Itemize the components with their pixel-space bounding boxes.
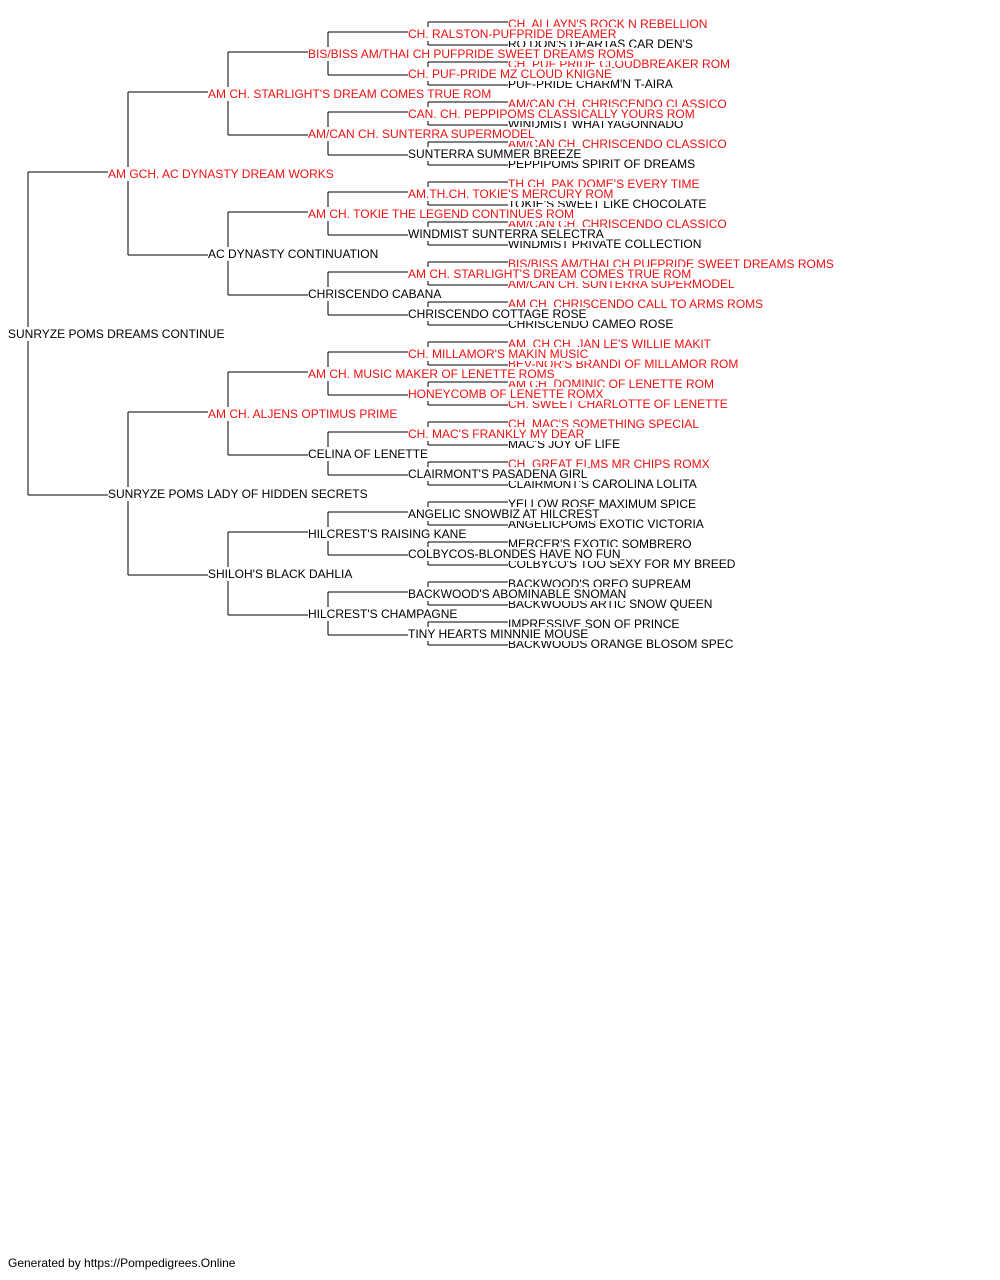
label-background (108, 487, 368, 501)
label-background (408, 227, 604, 241)
generated-by-footer: Generated by https://Pompedigrees.Online (8, 1256, 236, 1270)
label-background (408, 267, 692, 281)
dog-name: SUNRYZE POMS DREAMS CONTINUE (8, 327, 224, 341)
dog-name: SUNRYZE POMS LADY OF HIDDEN SECRETS (108, 487, 368, 501)
label-background (208, 567, 353, 581)
label-background (408, 387, 604, 401)
label-background (408, 507, 601, 521)
dog-name: BACKWOOD'S ABOMINABLE SNOMAN (408, 587, 626, 601)
dog-name: COLBYCOS-BLONDES HAVE NO FUN (408, 547, 620, 561)
label-background (208, 87, 492, 101)
dog-name: AM CH. MUSIC MAKER OF LENETTE ROMS (308, 367, 555, 381)
label-background (308, 367, 555, 381)
dog-name: CH. RALSTON-PUFPRIDE DREAMER (408, 27, 617, 41)
label-background (208, 407, 398, 421)
dog-name: CLAIRMONT'S PASADENA GIRL (408, 467, 588, 481)
dog-name: SUNTERRA SUMMER BREEZE (408, 147, 581, 161)
dog-name: AM GCH. AC DYNASTY DREAM WORKS (108, 167, 334, 181)
label-background (408, 547, 621, 561)
label-background (408, 627, 589, 641)
dog-name: HILCREST'S RAISING KANE (308, 527, 466, 541)
label-background (408, 307, 587, 321)
dog-name: CH. MAC'S FRANKLY MY DEAR (408, 427, 585, 441)
dog-name: AM/CAN CH. SUNTERRA SUPERMODEL (308, 127, 535, 141)
dog-name: AM CH. STARLIGHT'S DREAM COMES TRUE ROM (408, 267, 691, 281)
dog-name: HONEYCOMB OF LENETTE ROMX (408, 387, 603, 401)
dog-name: BIS/BISS AM/THAI CH PUFPRIDE SWEET DREAM… (308, 47, 634, 61)
label-background (408, 347, 589, 361)
label-background (308, 527, 467, 541)
label-background (308, 607, 458, 621)
dog-name: CHRISCENDO COTTAGE ROSE (408, 307, 586, 321)
dog-name: AM CH. ALJENS OPTIMUS PRIME (208, 407, 397, 421)
dog-name: CHRISCENDO CABANA (308, 287, 441, 301)
label-background (408, 427, 585, 441)
dog-name: AM.TH.CH. TOKIE'S MERCURY ROM (408, 187, 613, 201)
dog-name: AM CH. TOKIE THE LEGEND CONTINUES ROM (308, 207, 574, 221)
dog-name: WINDMIST SUNTERRA SELECTRA (408, 227, 604, 241)
dog-name: TINY HEARTS MINNNIE MOUSE (408, 627, 588, 641)
dog-name: CELINA OF LENETTE (308, 447, 428, 461)
dog-name: ANGELIC SNOWBIZ AT HILCREST (408, 507, 600, 521)
label-background (408, 587, 627, 601)
label-background (208, 247, 379, 261)
dog-name: AC DYNASTY CONTINUATION (208, 247, 378, 261)
dog-name: SHILOH'S BLACK DAHLIA (208, 567, 352, 581)
label-background (8, 327, 225, 341)
label-background (408, 147, 582, 161)
label-background (308, 127, 536, 141)
dog-name: HILCREST'S CHAMPAGNE (308, 607, 457, 621)
label-background (308, 287, 442, 301)
dog-name: AM CH. STARLIGHT'S DREAM COMES TRUE ROM (208, 87, 491, 101)
label-background (408, 467, 588, 481)
label-background (108, 167, 334, 181)
label-background (308, 207, 575, 221)
dog-name: CAN. CH. PEPPIPOMS CLASSICALLY YOURS ROM (408, 107, 695, 121)
label-background (408, 107, 695, 121)
label-background (408, 27, 617, 41)
dog-name: CH. PUF-PRIDE MZ CLOUD KNIGNE (408, 67, 612, 81)
label-background (408, 187, 614, 201)
dog-name: CH. MILLAMOR'S MAKIN MUSIC (408, 347, 589, 361)
label-background (308, 447, 429, 461)
label-background (408, 67, 613, 81)
label-background (308, 47, 634, 61)
